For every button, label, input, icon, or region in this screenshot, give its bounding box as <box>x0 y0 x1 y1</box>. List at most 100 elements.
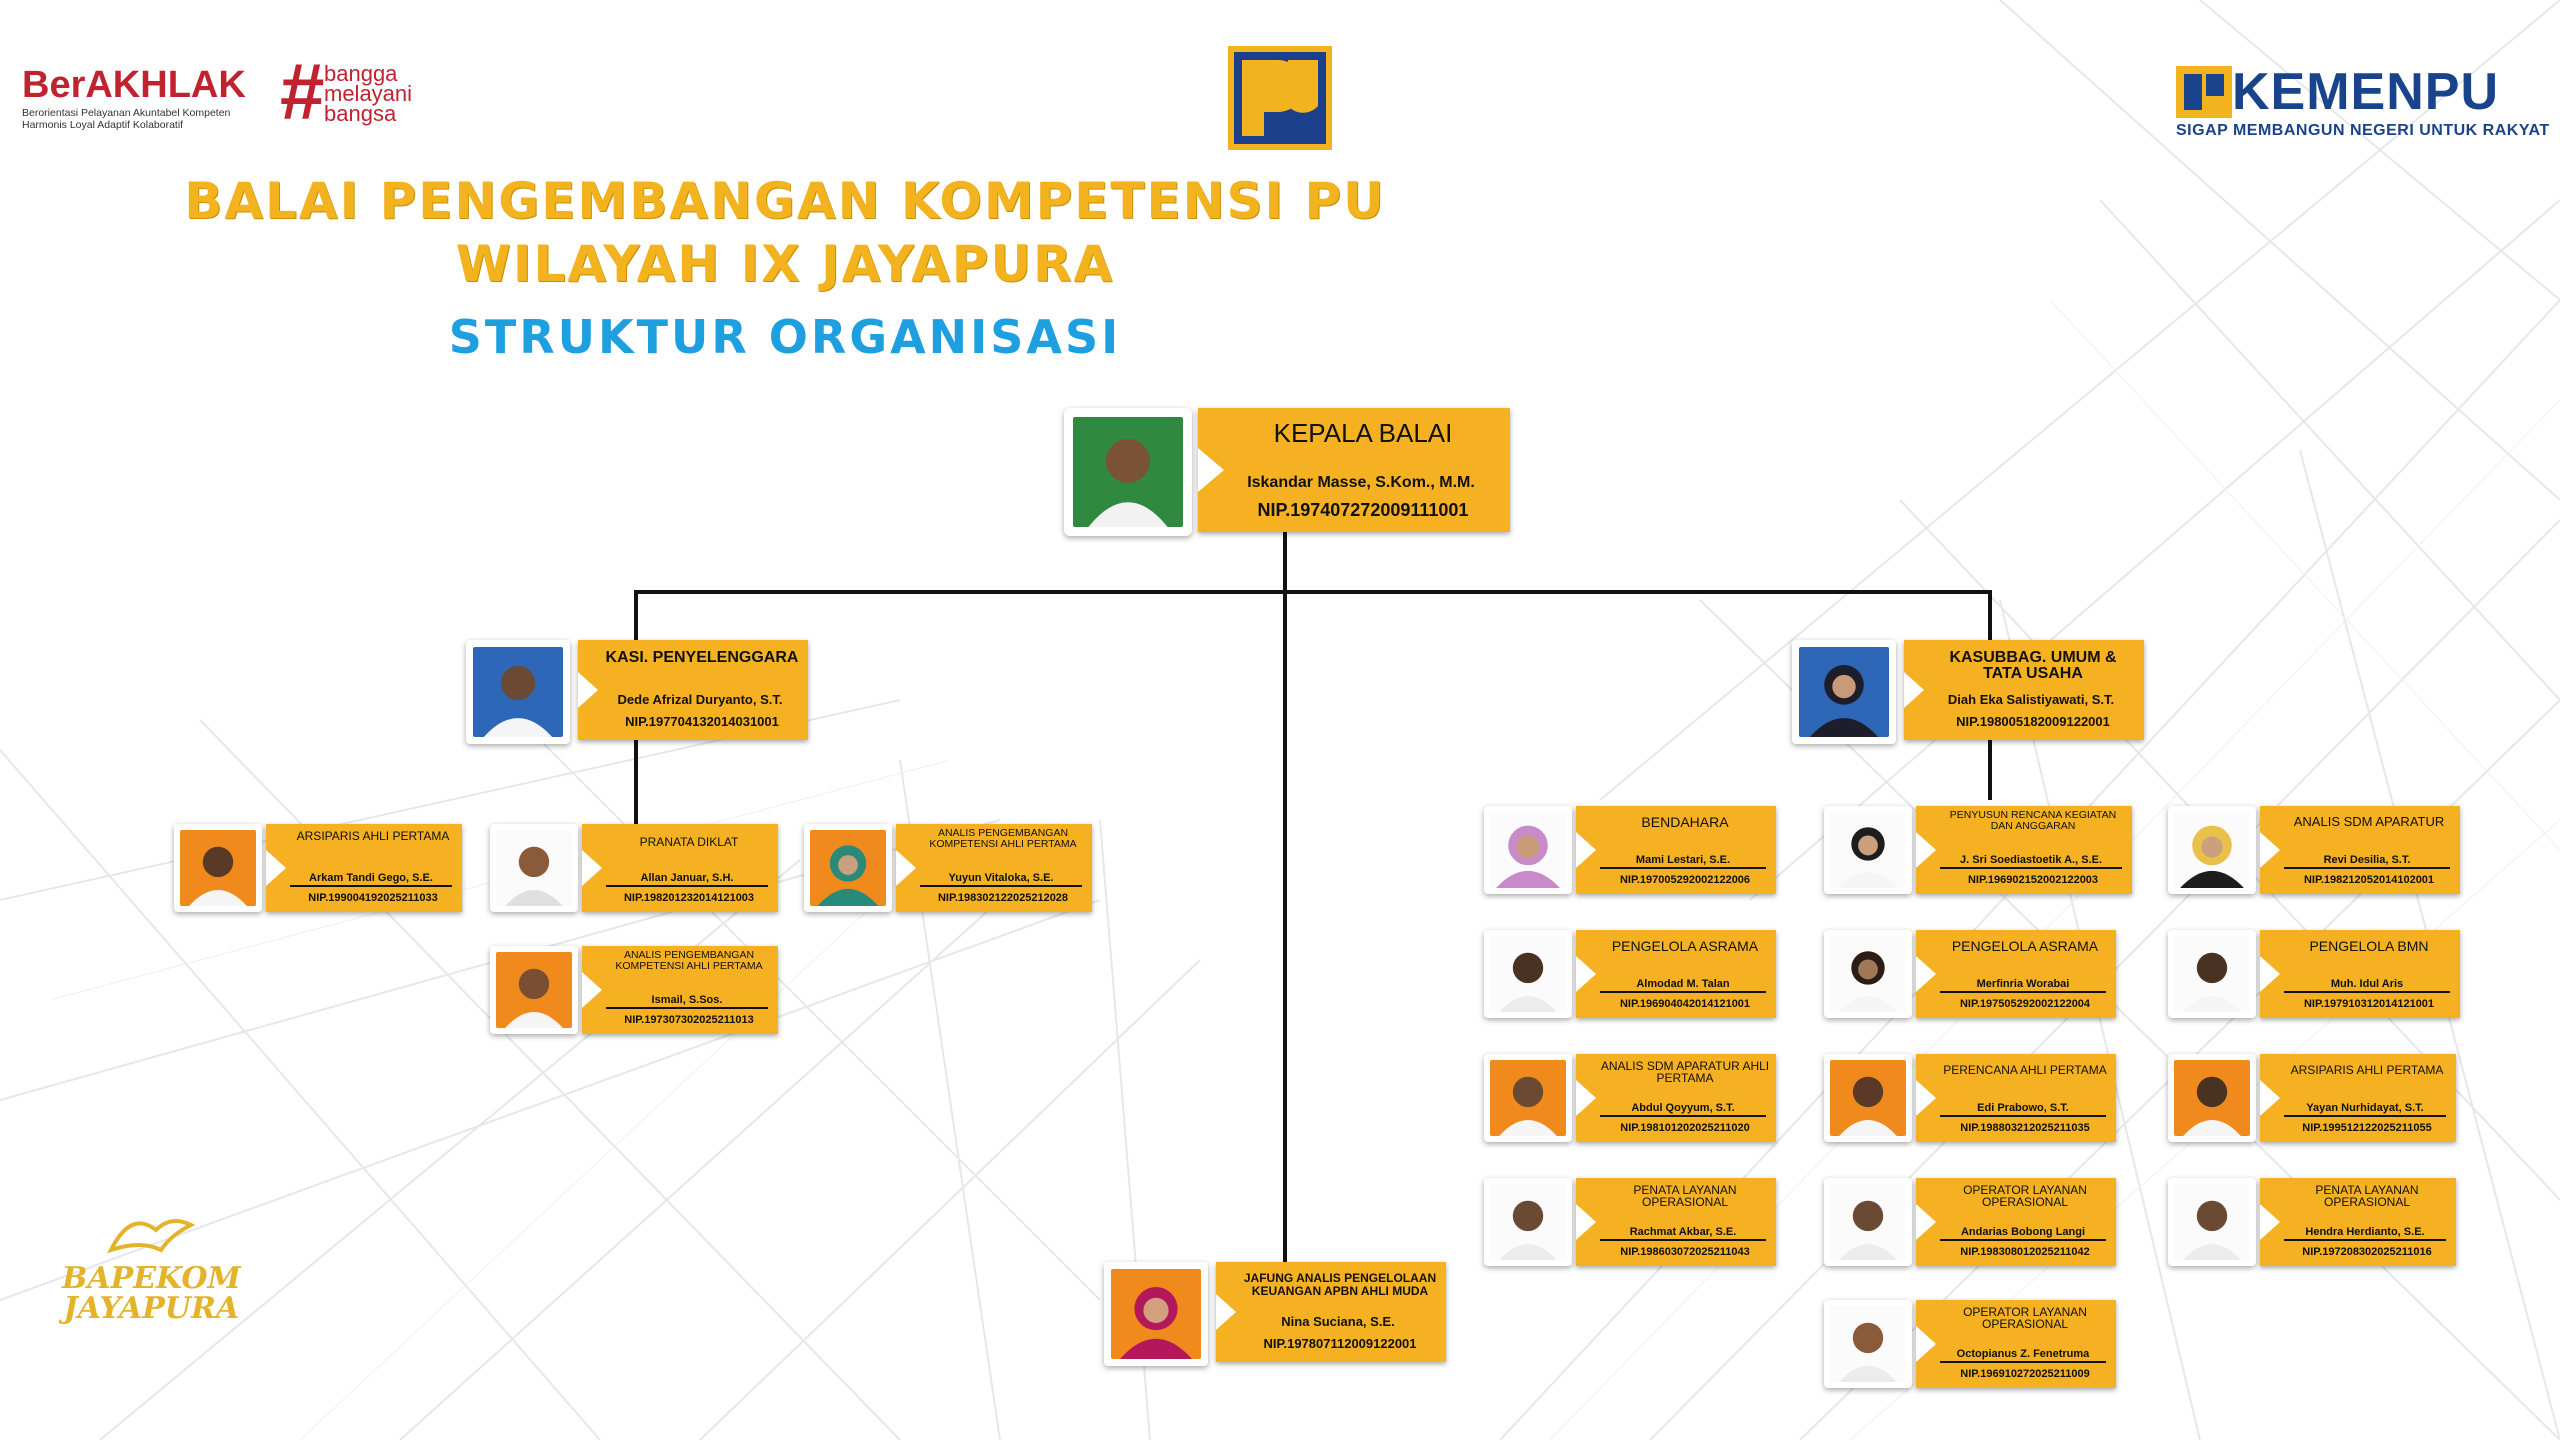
kasubbag-photo <box>1792 640 1896 744</box>
staff-position: PENYUSUN RENCANA KEGIATAN DAN ANGGARAN <box>1949 809 2117 832</box>
staff-name: Yuyun Vitaloka, S.E. <box>920 872 1082 887</box>
kasubbag-nip: NIP.198005182009122001 <box>1956 714 2110 729</box>
page-title-line2: WILAYAH IX JAYAPURA <box>455 235 1115 293</box>
staff-photo <box>2168 1054 2256 1142</box>
kemenpu-emblem-icon <box>2176 66 2232 118</box>
head-position: KEPALA BALAI <box>1273 418 1453 448</box>
head-name: Iskandar Masse, S.Kom., M.M. <box>1247 474 1475 491</box>
staff-photo <box>2168 806 2256 894</box>
staff-name: Rachmat Akbar, S.E. <box>1600 1226 1766 1241</box>
staff-position: ARSIPARIS AHLI PERTAMA <box>2290 1063 2444 1077</box>
staff-name: Muh. Idul Aris <box>2284 978 2450 993</box>
staff-photo <box>804 824 892 912</box>
staff-name: Allan Januar, S.H. <box>606 872 768 887</box>
staff-photo <box>1824 806 1912 894</box>
staff-name: J. Sri Soediastoetik A., S.E. <box>1940 854 2122 869</box>
staff-name: Hendra Herdianto, S.E. <box>2284 1226 2446 1241</box>
staff-position: OPERATOR LAYANAN OPERASIONAL <box>1963 1183 2087 1209</box>
kemenpu-tagline: SIGAP MEMBANGUN NEGERI UNTUK RAKYAT <box>2176 122 2550 139</box>
staff-position: ANALIS SDM APARATUR AHLI PERTAMA <box>1600 1059 1770 1085</box>
jafung-nip: NIP.197807112009122001 <box>1263 1336 1417 1351</box>
staff-position: PENATA LAYANAN OPERASIONAL <box>2315 1183 2419 1209</box>
page-title-line1: BALAI PENGEMBANGAN KOMPETENSI PU <box>184 172 1386 230</box>
berakhlak-logo: BerAKHLAK Berorientasi Pelayanan Akuntab… <box>22 64 246 131</box>
staff-photo <box>490 824 578 912</box>
staff-position: PENGELOLA ASRAMA <box>1951 938 2099 954</box>
staff-position: ANALIS PENGEMBANGAN KOMPETENSI AHLI PERT… <box>929 827 1077 850</box>
page-subtitle: STRUKTUR ORGANISASI <box>448 310 1122 364</box>
jayapura-word: JAYAPURA <box>63 1291 240 1326</box>
connector-head-down <box>1283 530 1287 1288</box>
bangga-word: bangga <box>324 61 398 86</box>
staff-position: PENGELOLA ASRAMA <box>1611 938 1759 954</box>
staff-position: ARSIPARIS AHLI PERTAMA <box>296 829 450 843</box>
staff-name: Yayan Nurhidayat, S.T. <box>2284 1102 2446 1117</box>
berakhlak-wordmark: BerAKHLAK <box>22 64 246 106</box>
kemenpu-wordmark: KEMENPU <box>2232 63 2500 121</box>
staff-nip: NIP.196910272025211009 <box>1960 1368 2090 1380</box>
staff-photo <box>1824 930 1912 1018</box>
melayani-word: melayani <box>324 81 413 106</box>
connector-kasubbag <box>1988 590 1992 646</box>
staff-position: ANALIS SDM APARATUR <box>2293 814 2445 829</box>
staff-nip: NIP.197208302025211016 <box>2302 1246 2432 1258</box>
staff-nip: NIP.198302122025212028 <box>937 892 1069 904</box>
staff-nip: NIP.199004192025211033 <box>308 892 438 904</box>
staff-nip: NIP.198212052014102001 <box>2303 874 2435 886</box>
connector-kasi-down <box>634 740 638 830</box>
staff-name: Ismail, S.Sos. <box>606 994 768 1009</box>
kemenpu-logo: KEMENPU SIGAP MEMBANGUN NEGERI UNTUK RAK… <box>2176 62 2550 140</box>
jafung-name: Nina Suciana, S.E. <box>1281 1314 1395 1329</box>
staff-name: Mami Lestari, S.E. <box>1600 854 1766 869</box>
staff-nip: NIP.196902152002122003 <box>1967 874 2099 886</box>
staff-position: BENDAHARA <box>1641 814 1729 830</box>
staff-name: Edi Prabowo, S.T. <box>1940 1102 2106 1117</box>
staff-photo <box>1824 1178 1912 1266</box>
staff-nip: NIP.197505292002122004 <box>1959 998 2091 1010</box>
connector-horizontal <box>634 590 1992 594</box>
bapekom-word: BAPEKOM <box>62 1261 241 1296</box>
connector-kasubbag-down <box>1988 740 1992 800</box>
staff-name: Octopianus Z. Fenetruma <box>1940 1348 2106 1363</box>
staff-name: Merfinria Worabai <box>1940 978 2106 993</box>
staff-photo <box>1824 1300 1912 1388</box>
jafung-photo <box>1104 1262 1208 1366</box>
head-photo <box>1064 408 1192 536</box>
staff-name: Abdul Qoyyum, S.T. <box>1600 1102 1766 1117</box>
staff-nip: NIP.198803212025211035 <box>1960 1122 2090 1134</box>
staff-name: Arkam Tandi Gego, S.E. <box>290 872 452 887</box>
staff-nip: NIP.198101202025211020 <box>1620 1122 1750 1134</box>
staff-photo <box>1484 1054 1572 1142</box>
staff-photo <box>1484 806 1572 894</box>
berakhlak-tagline-2: Harmonis Loyal Adaptif Kolaboratif <box>22 119 184 131</box>
bangsa-word: bangsa <box>324 101 397 126</box>
staff-photo <box>2168 1178 2256 1266</box>
staff-position: PERENCANA AHLI PERTAMA <box>1943 1063 2107 1077</box>
staff-nip: NIP.197005292002122006 <box>1619 874 1751 886</box>
berakhlak-tagline: Berorientasi Pelayanan Akuntabel Kompete… <box>22 107 231 119</box>
staff-photo <box>490 946 578 1034</box>
staff-position: OPERATOR LAYANAN OPERASIONAL <box>1963 1305 2087 1331</box>
staff-nip: NIP.196904042014121001 <box>1619 998 1751 1010</box>
hashtag-icon: # <box>280 47 325 136</box>
staff-position: ANALIS PENGEMBANGAN KOMPETENSI AHLI PERT… <box>615 949 763 972</box>
kasi-photo <box>466 640 570 744</box>
head-nip: NIP.197407272009111001 <box>1257 500 1469 520</box>
jafung-position: JAFUNG ANALIS PENGELOLAAN KEUANGAN APBN … <box>1243 1271 1437 1298</box>
kasi-nip: NIP.197704132014031001 <box>625 714 779 729</box>
staff-name: Revi Desilia, S.T. <box>2284 854 2450 869</box>
staff-name: Andarias Bobong Langi <box>1940 1226 2106 1241</box>
pu-emblem-icon <box>1228 46 1332 150</box>
kasubbag-position: KASUBBAG. UMUM & TATA USAHA <box>1949 649 2117 682</box>
staff-nip: NIP.198308012025211042 <box>1960 1246 2090 1258</box>
staff-nip: NIP.198603072025211043 <box>1620 1246 1750 1258</box>
staff-nip: NIP.197910312014121001 <box>2303 998 2435 1010</box>
staff-photo <box>1824 1054 1912 1142</box>
kasi-name: Dede Afrizal Duryanto, S.T. <box>617 692 783 707</box>
staff-nip: NIP.199512122025211055 <box>2302 1122 2432 1134</box>
kasubbag-name: Diah Eka Salistiyawati, S.T. <box>1947 692 2115 707</box>
bapekom-logo: BAPEKOM JAYAPURA <box>62 1219 241 1326</box>
garuda-bird-icon <box>107 1219 196 1254</box>
staff-photo <box>1484 930 1572 1018</box>
staff-photo <box>174 824 262 912</box>
